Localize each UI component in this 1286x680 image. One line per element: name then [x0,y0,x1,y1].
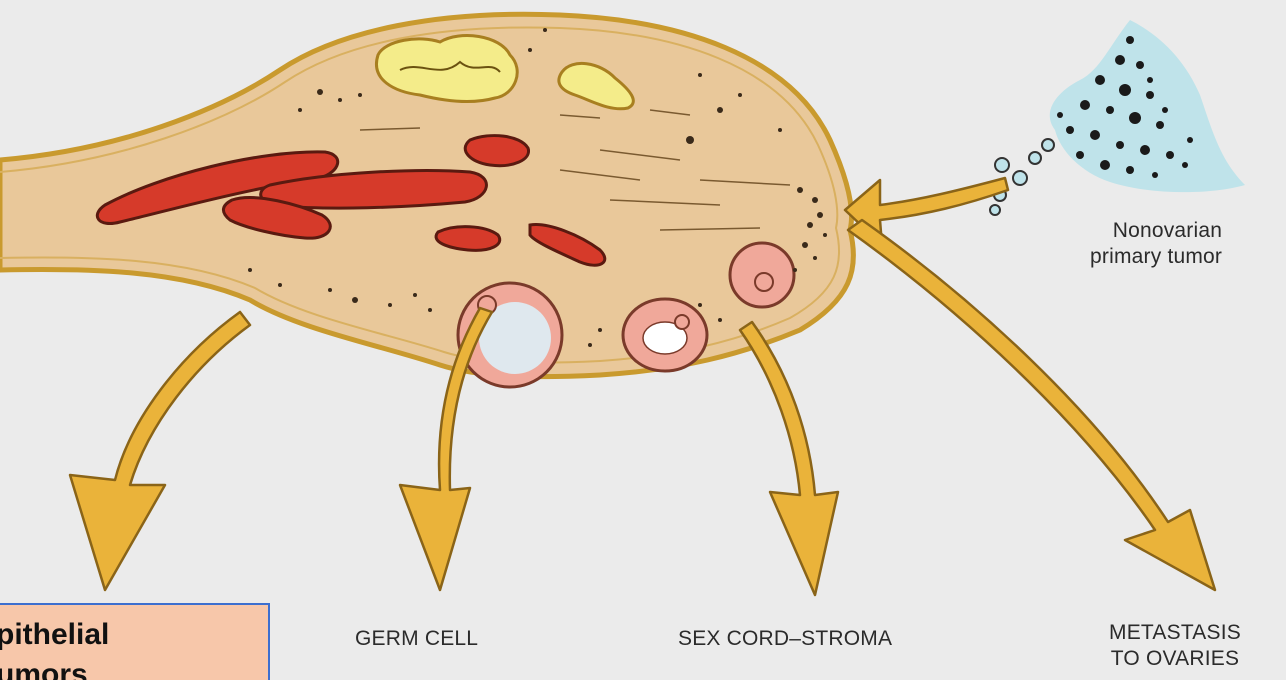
callout-text: pithelial umors [0,615,109,680]
nonovarian-tumor-mass [1050,20,1245,192]
germ-cell-label: GERM CELL [355,626,478,652]
epithelial-tumors-callout: pithelial umors [0,603,270,680]
metastasis-label: METASTASIS TO OVARIES [1085,620,1265,672]
sex-cord-stroma-label: SEX CORD–STROMA [678,626,892,652]
nonovarian-label: Nonovarian primary tumor [1090,218,1222,270]
migrating-cells [990,139,1054,215]
arrow-metastasis-out [848,220,1215,590]
arrow-sex-cord [740,322,838,595]
arrow-epithelial [70,312,250,590]
